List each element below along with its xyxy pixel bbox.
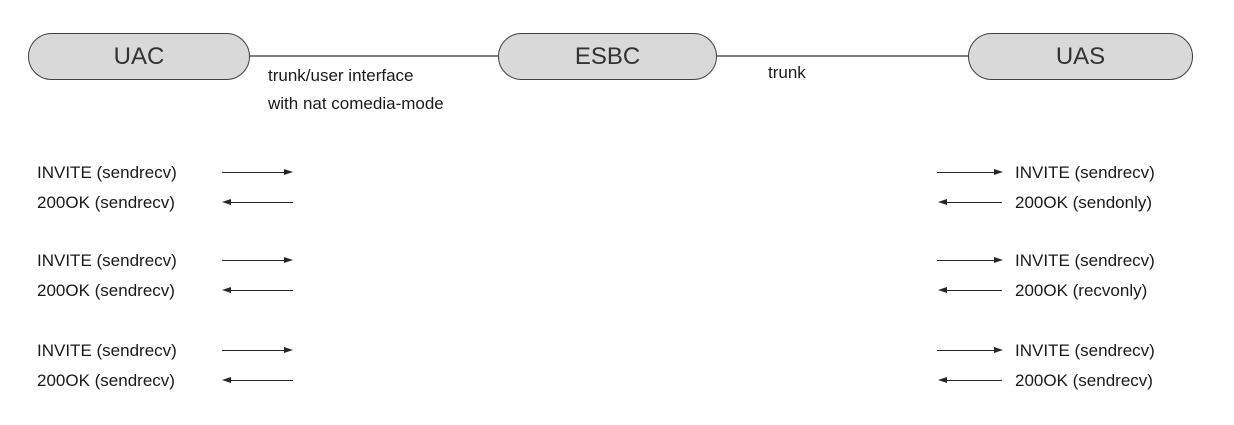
message-text: INVITE (sendrecv) bbox=[1015, 251, 1155, 270]
message-row: INVITE (sendrecv) bbox=[937, 340, 1193, 362]
message-row: INVITE (sendrecv) bbox=[937, 162, 1193, 184]
arrow-left-icon bbox=[222, 198, 293, 205]
node-uas: UAS bbox=[968, 33, 1193, 80]
arrow-left-icon bbox=[222, 286, 293, 293]
arrow-right-icon bbox=[222, 256, 293, 263]
message-text: INVITE (sendrecv) bbox=[37, 341, 177, 360]
message-text: INVITE (sendrecv) bbox=[1015, 163, 1155, 182]
arrow-left-icon bbox=[222, 376, 293, 383]
message-row: 200OK (recvonly) bbox=[937, 280, 1193, 302]
message-text: 200OK (sendrecv) bbox=[37, 281, 175, 300]
message-text: 200OK (sendonly) bbox=[1015, 193, 1153, 212]
node-esbc-label: ESBC bbox=[574, 42, 641, 70]
message-text: 200OK (sendrecv) bbox=[1015, 371, 1153, 390]
arrow-left-icon bbox=[938, 286, 1002, 293]
arrow-right-icon bbox=[937, 256, 1003, 263]
link-esbc-uas-label: trunk bbox=[768, 61, 806, 85]
node-uac-label: UAC bbox=[113, 42, 165, 70]
message-row: INVITE (sendrecv) bbox=[937, 250, 1193, 272]
message-text: INVITE (sendrecv) bbox=[37, 163, 177, 182]
message-row: INVITE (sendrecv) bbox=[37, 340, 293, 362]
arrow-right-icon bbox=[222, 168, 293, 175]
message-row: INVITE (sendrecv) bbox=[37, 162, 293, 184]
arrow-right-icon bbox=[937, 346, 1003, 353]
arrow-right-icon bbox=[937, 168, 1003, 175]
message-text: 200OK (recvonly) bbox=[1015, 281, 1148, 300]
link-label-line: with nat comedia-mode bbox=[268, 94, 444, 113]
message-row: 200OK (sendonly) bbox=[937, 192, 1193, 214]
link-uac-esbc-line bbox=[250, 55, 498, 57]
message-row: INVITE (sendrecv) bbox=[37, 250, 293, 272]
message-row: 200OK (sendrecv) bbox=[37, 370, 293, 392]
message-row: 200OK (sendrecv) bbox=[937, 370, 1193, 392]
arrow-left-icon bbox=[938, 376, 1002, 383]
link-label-line: trunk bbox=[768, 63, 806, 82]
arrow-right-icon bbox=[222, 346, 293, 353]
message-text: INVITE (sendrecv) bbox=[37, 251, 177, 270]
node-esbc: ESBC bbox=[498, 33, 717, 80]
message-text: INVITE (sendrecv) bbox=[1015, 341, 1155, 360]
link-label-line: trunk/user interface bbox=[268, 66, 414, 85]
message-row: 200OK (sendrecv) bbox=[37, 280, 293, 302]
message-text: 200OK (sendrecv) bbox=[37, 371, 175, 390]
message-row: 200OK (sendrecv) bbox=[37, 192, 293, 214]
node-uac: UAC bbox=[28, 33, 250, 80]
link-uac-esbc-label: trunk/user interface with nat comedia-mo… bbox=[268, 62, 444, 118]
node-uas-label: UAS bbox=[1055, 42, 1106, 70]
link-esbc-uas-line bbox=[717, 55, 968, 57]
arrow-left-icon bbox=[938, 198, 1002, 205]
message-text: 200OK (sendrecv) bbox=[37, 193, 175, 212]
